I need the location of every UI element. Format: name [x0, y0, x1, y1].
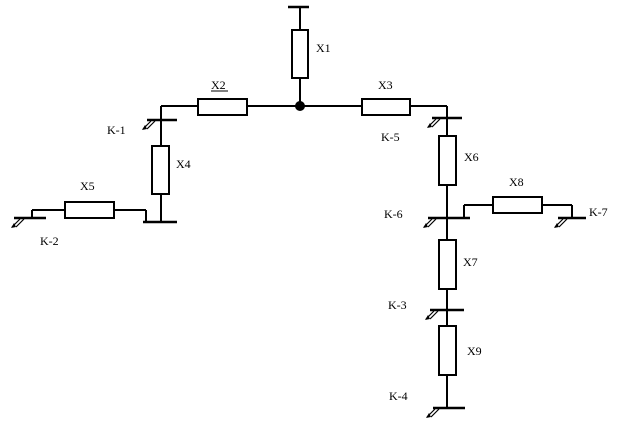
label-x6: X6 [464, 150, 479, 164]
resistor-x5 [64, 201, 115, 219]
resistor-x1 [291, 29, 309, 79]
label-x1: X1 [316, 41, 331, 55]
label-k2: K-2 [40, 234, 59, 248]
label-x3: X3 [378, 78, 393, 92]
resistor-x4 [151, 145, 170, 195]
resistor-x8 [492, 196, 543, 214]
label-k4: K-4 [389, 389, 408, 403]
resistor-x3 [361, 98, 411, 116]
label-x4: X4 [176, 157, 191, 171]
label-k1: K-1 [107, 123, 126, 137]
label-k3: K-3 [388, 298, 407, 312]
resistor-x7 [438, 239, 457, 290]
label-k5: K-5 [381, 130, 400, 144]
fault-arrow-k6 [423, 218, 437, 228]
fault-arrow-k4 [426, 408, 440, 418]
resistor-x6 [438, 135, 457, 186]
label-x5: X5 [80, 179, 95, 193]
resistor-x9 [438, 325, 457, 376]
fault-arrow-k2 [11, 218, 25, 228]
fault-arrow-k7 [554, 218, 568, 228]
fault-arrow-k5 [427, 118, 441, 128]
label-k7: K-7 [589, 205, 608, 219]
label-x8: X8 [509, 175, 524, 189]
resistor-x2 [197, 98, 248, 116]
label-x9: X9 [467, 344, 482, 358]
fault-arrow-k1 [142, 120, 156, 130]
label-k6: K-6 [384, 207, 403, 221]
fault-arrow-k3 [425, 310, 439, 320]
label-x7: X7 [463, 255, 478, 269]
label-x2: X2 [211, 78, 226, 92]
